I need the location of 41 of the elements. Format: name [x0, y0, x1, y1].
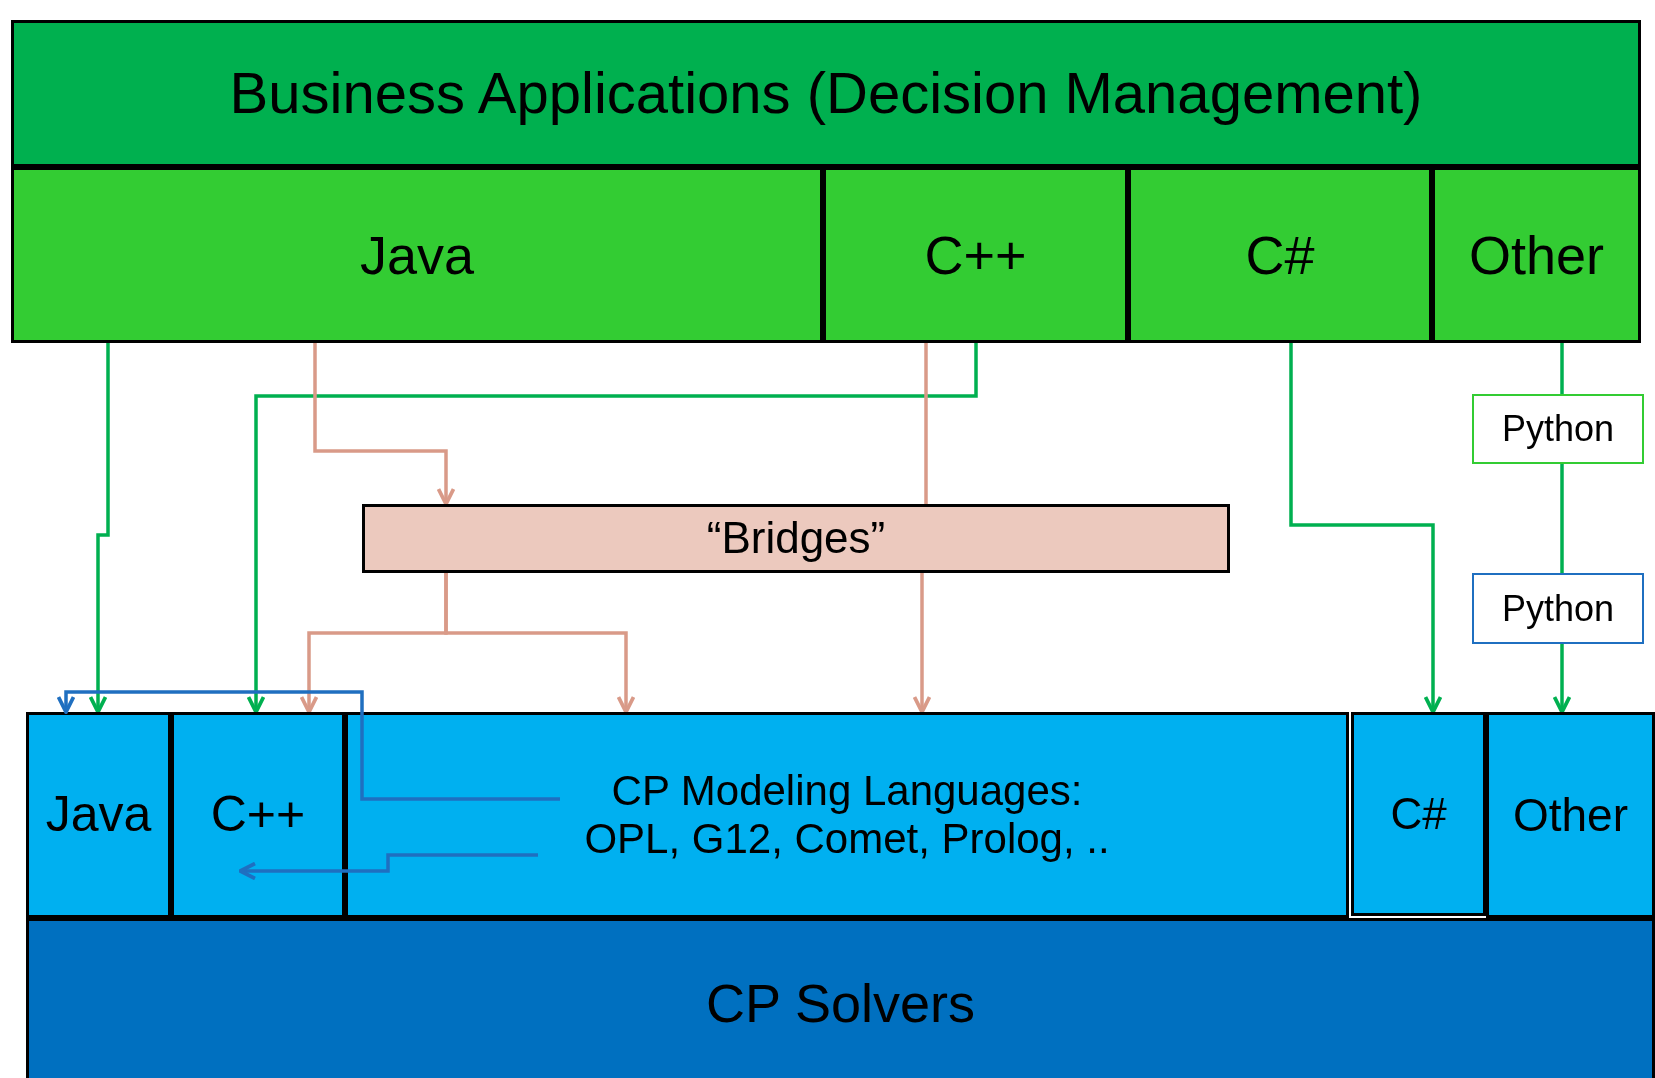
layer-box [1472, 394, 1644, 464]
layer-box [26, 918, 1655, 1078]
layer-box [823, 167, 1128, 343]
arrow [246, 343, 978, 714]
arrow [313, 343, 456, 506]
layer-box [26, 712, 171, 918]
arrow [238, 853, 538, 881]
box-label: Python [1501, 587, 1615, 630]
layer-box [1472, 573, 1644, 644]
arrow [56, 690, 560, 801]
layer-box [11, 20, 1641, 167]
arrow [444, 573, 636, 714]
layer-box [171, 712, 345, 918]
box-label: Java [359, 223, 475, 287]
box-label: Java [45, 786, 152, 844]
layer-box [11, 167, 823, 343]
layer-box [1486, 712, 1655, 918]
layer-box [1351, 712, 1486, 916]
box-label: C++ [210, 786, 306, 844]
box-label: Python [1501, 408, 1615, 450]
box-label: OPL, G12, Comet, Prolog, .. [584, 815, 1110, 864]
connector-line [1560, 343, 1564, 394]
box-label: C# [1390, 788, 1447, 840]
box-label: Business Applications (Decision Management) [229, 60, 1423, 127]
arrow [88, 343, 110, 714]
arrow [1289, 343, 1443, 714]
box-label: Other [1512, 788, 1628, 842]
box-label: CP Solvers [705, 971, 976, 1035]
arrow [912, 573, 932, 714]
layer-box [1128, 167, 1432, 343]
box-label: C# [1245, 223, 1315, 287]
box-label: CP Modeling Languages: [611, 766, 1083, 815]
layer-box [345, 712, 1349, 918]
box-label: Other [1468, 223, 1605, 287]
connector-line [1560, 464, 1564, 573]
box-label: C++ [924, 223, 1027, 287]
layer-box [362, 504, 1230, 573]
arrow [1552, 644, 1572, 714]
box-label: “Bridges” [706, 513, 886, 564]
connector-line [924, 343, 928, 504]
layer-box [1432, 167, 1641, 343]
